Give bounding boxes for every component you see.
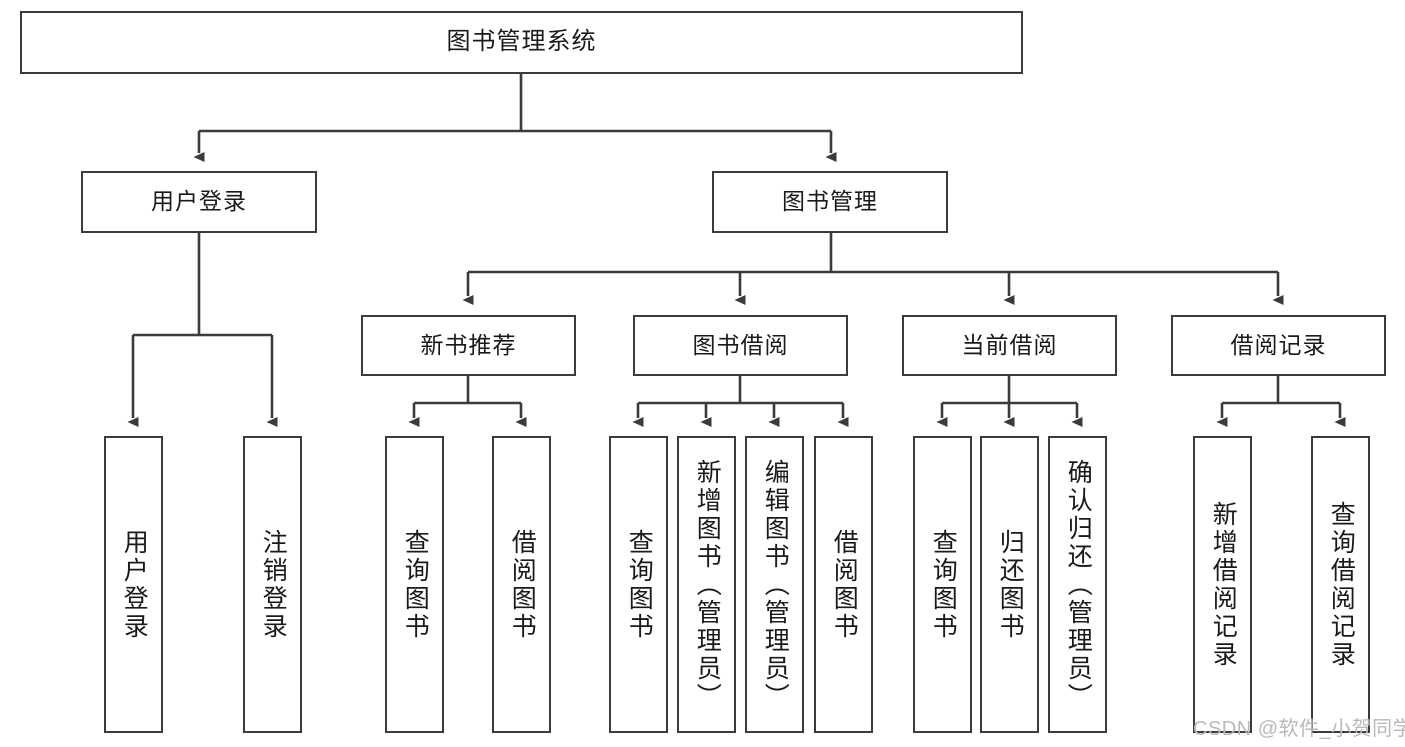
- node-label: 编辑图书（管理员）: [761, 458, 790, 711]
- node-label: 图书借阅: [692, 331, 789, 358]
- node-user-login[interactable]: 用户登录: [81, 171, 317, 233]
- node-book-borrow[interactable]: 图书借阅: [633, 315, 848, 376]
- node-label: 查询图书: [401, 528, 430, 641]
- node-leaf-confirm-return[interactable]: 确认归还（管理员）: [1048, 436, 1107, 733]
- node-label: 新书推荐: [420, 331, 517, 358]
- node-label: 注销登录: [259, 528, 288, 641]
- node-leaf-query-book-1[interactable]: 查询图书: [385, 436, 444, 733]
- node-borrow-record[interactable]: 借阅记录: [1171, 315, 1386, 376]
- node-leaf-borrow-book-2[interactable]: 借阅图书: [814, 436, 873, 733]
- node-root-book-management-system[interactable]: 图书管理系统: [20, 11, 1023, 74]
- node-leaf-query-book-2[interactable]: 查询图书: [609, 436, 668, 733]
- node-book-management[interactable]: 图书管理: [712, 171, 948, 233]
- node-leaf-edit-book[interactable]: 编辑图书（管理员）: [745, 436, 804, 733]
- node-label: 图书管理系统: [446, 28, 597, 56]
- node-leaf-borrow-book-1[interactable]: 借阅图书: [492, 436, 551, 733]
- node-label: 确认归还（管理员）: [1064, 458, 1093, 711]
- node-label: 归还图书: [996, 528, 1025, 641]
- csdn-watermark: CSDN @软件_小贺同学: [1193, 718, 1405, 740]
- node-leaf-return-book[interactable]: 归还图书: [980, 436, 1039, 733]
- node-label: 用户登录: [120, 528, 149, 641]
- node-leaf-user-logout[interactable]: 注销登录: [243, 436, 302, 733]
- node-label: 借阅记录: [1230, 331, 1327, 358]
- node-label: 当前借阅: [961, 331, 1058, 358]
- node-label: 图书管理: [782, 188, 878, 215]
- node-leaf-query-book-3[interactable]: 查询图书: [913, 436, 972, 733]
- node-current-borrow[interactable]: 当前借阅: [902, 315, 1117, 376]
- node-leaf-add-book[interactable]: 新增图书（管理员）: [677, 436, 736, 733]
- node-label: 查询图书: [625, 528, 654, 641]
- node-label: 查询借阅记录: [1327, 500, 1356, 669]
- node-label: 借阅图书: [508, 528, 537, 641]
- node-leaf-add-record[interactable]: 新增借阅记录: [1193, 436, 1252, 733]
- node-label: 借阅图书: [830, 528, 859, 641]
- node-new-book-recommend[interactable]: 新书推荐: [361, 315, 576, 376]
- node-leaf-query-record[interactable]: 查询借阅记录: [1311, 436, 1370, 733]
- node-leaf-user-login[interactable]: 用户登录: [104, 436, 163, 733]
- node-label: 查询图书: [929, 528, 958, 641]
- node-label: 新增借阅记录: [1209, 500, 1238, 669]
- node-label: 用户登录: [151, 188, 247, 215]
- node-label: 新增图书（管理员）: [693, 458, 722, 711]
